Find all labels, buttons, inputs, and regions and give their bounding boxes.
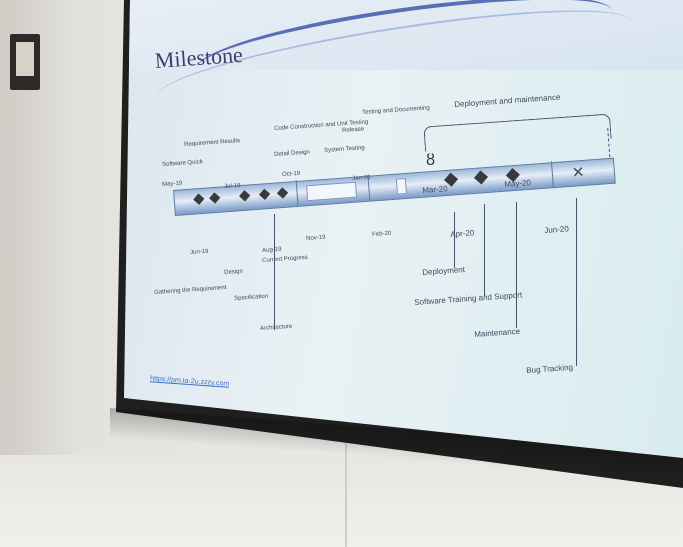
milestone-diamond-icon bbox=[258, 188, 271, 200]
projector-screen: Milestone ȣ ✕ May-19 Software Quick Requ… bbox=[124, 0, 683, 458]
milestone-diamond-icon bbox=[276, 187, 289, 199]
label-oct19: Oct-19 bbox=[282, 170, 301, 178]
milestone-diamond-icon bbox=[209, 192, 221, 204]
label-specification: Specification bbox=[234, 293, 269, 302]
leader-line bbox=[516, 202, 517, 328]
label-architecture: Architecture bbox=[260, 323, 293, 332]
label-gathering: Gathering the Requirement bbox=[154, 284, 227, 296]
label-detail-design: Detail Design bbox=[274, 149, 311, 158]
label-software-quick: Software Quick bbox=[162, 159, 204, 168]
label-aug19: Aug-19 bbox=[262, 246, 282, 254]
deployment-bracket bbox=[423, 113, 612, 152]
label-current-progress: Current Progress bbox=[262, 254, 308, 264]
leader-line bbox=[274, 214, 275, 330]
leader-line bbox=[576, 198, 577, 366]
label-deployment: Deployment bbox=[422, 265, 466, 277]
milestone-diamond-icon bbox=[193, 193, 205, 205]
label-software-training: Software Training and Support bbox=[414, 290, 523, 307]
timeline-tick bbox=[550, 161, 554, 188]
label-jul19: Jul-19 bbox=[224, 182, 241, 190]
label-feb20: Feb-20 bbox=[372, 230, 392, 238]
leader-line bbox=[454, 212, 455, 268]
close-x-icon: ✕ bbox=[571, 163, 586, 182]
label-may19: May-19 bbox=[162, 180, 183, 188]
label-mar20: Mar-20 bbox=[422, 184, 448, 195]
label-bug-tracking: Bug Tracking bbox=[526, 362, 574, 375]
label-release: Release bbox=[342, 126, 365, 134]
label-testing-documenting: Testing and Documenting bbox=[362, 105, 430, 116]
slide-header-band bbox=[124, 0, 683, 128]
label-requirement-results: Requirement Results bbox=[184, 138, 241, 148]
wall-clock bbox=[10, 34, 40, 90]
timeline-segment bbox=[395, 177, 407, 195]
label-jan20: Jan-20 bbox=[352, 174, 371, 182]
leader-line bbox=[484, 204, 485, 296]
label-may20: May-20 bbox=[504, 178, 532, 189]
medal-icon: ȣ bbox=[426, 152, 436, 169]
label-maintenance: Maintenance bbox=[474, 326, 521, 339]
wall-seam bbox=[345, 440, 347, 547]
slide-link[interactable]: https://pm.ta-2u.zzzy.com bbox=[149, 375, 230, 388]
clock-face bbox=[16, 42, 34, 76]
label-jun20: Jun-20 bbox=[544, 224, 570, 235]
label-deployment-maintenance: Deployment and maintenance bbox=[454, 92, 561, 109]
label-nov19: Nov-19 bbox=[306, 234, 326, 242]
label-design: Design bbox=[224, 268, 244, 276]
milestone-diamond-icon bbox=[473, 170, 489, 185]
timeline-segment bbox=[306, 181, 358, 202]
label-jun19: Jun-19 bbox=[190, 248, 209, 256]
timeline-tick bbox=[295, 179, 299, 206]
label-system-testing: System Testing bbox=[324, 145, 365, 154]
milestone-diamond-icon bbox=[239, 190, 251, 202]
